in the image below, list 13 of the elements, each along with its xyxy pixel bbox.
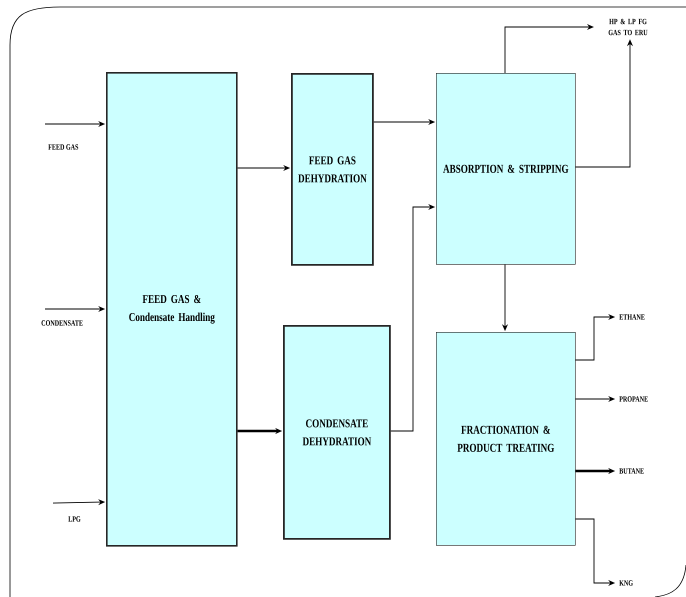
stream-label: KNG [619,580,633,586]
stream-label: BUTANE [619,468,644,474]
stream-label: PROPANE [619,396,648,402]
process-box: ABSORPTION & STRIPPING [436,73,576,265]
stream-label: CONDENSATE [42,320,83,326]
stream-label: FEED GAS [48,144,78,150]
stream-label: ETHANE [619,314,645,320]
stream-label: LPG [68,516,81,522]
process-box: FEED GAS & Condensate Handling [106,72,238,547]
process-box: CONDENSATE DEHYDRATION [283,325,391,540]
process-box: FRACTIONATION & PRODUCT TREATING [436,332,576,546]
stream-label: HP & LP FG GAS TO ERU [608,18,648,36]
process-box: FEED GAS DEHYDRATION [291,73,374,266]
